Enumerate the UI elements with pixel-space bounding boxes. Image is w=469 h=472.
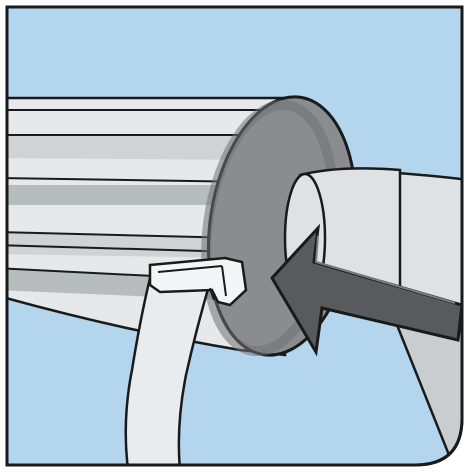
- roller-shaft-illustration: [0, 0, 469, 472]
- illustration-frame: [0, 0, 469, 472]
